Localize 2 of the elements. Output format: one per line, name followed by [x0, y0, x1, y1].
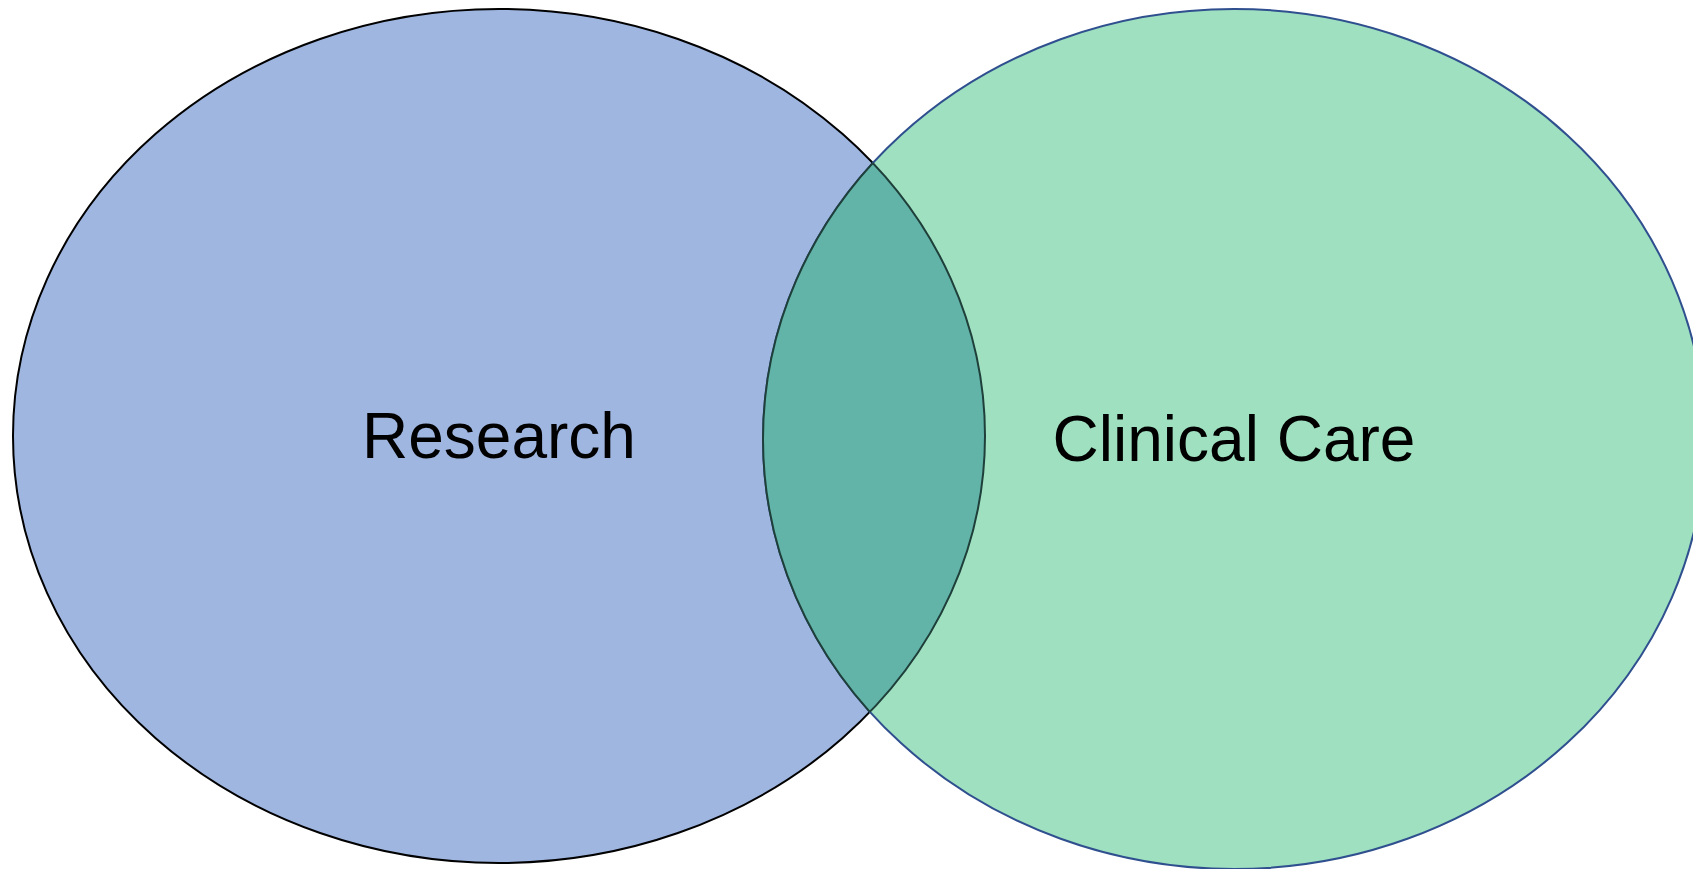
set-label: Clinical Care	[1052, 402, 1416, 476]
set-label: Research	[362, 399, 636, 473]
